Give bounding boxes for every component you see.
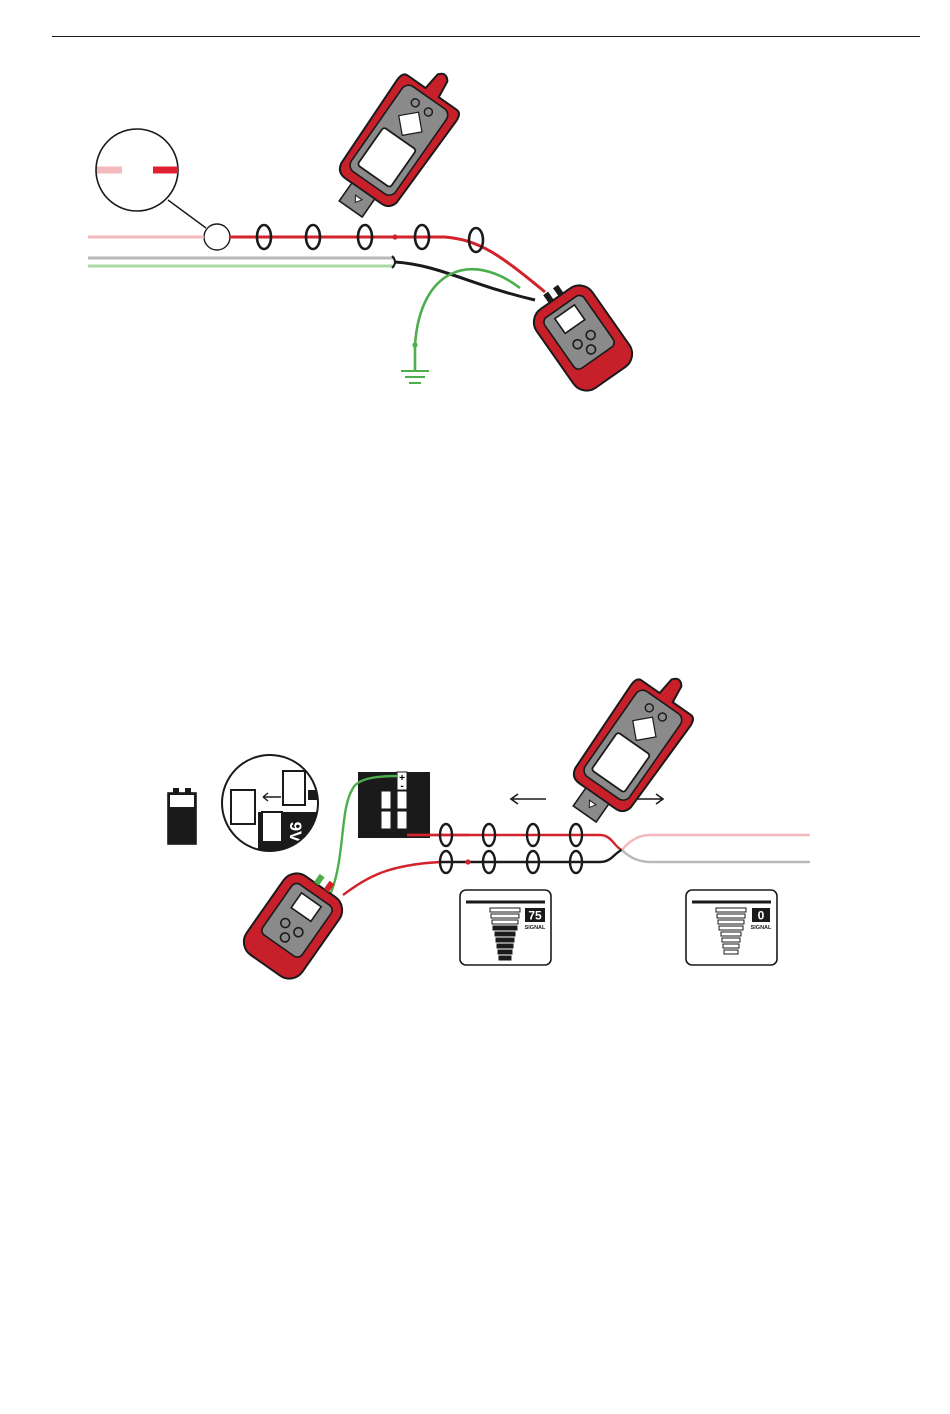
diagram-battery-signal-test: 9V + - (0, 0, 950, 1000)
probe-device-2 (555, 659, 708, 835)
move-left-arrow (511, 794, 546, 804)
battery-zoom-callout: 9V (222, 755, 322, 857)
signal-value-none: 0 (758, 909, 765, 923)
battery-9v-icon (168, 788, 196, 844)
battery-minus-sign: - (400, 781, 403, 792)
signal-screen-strong: 75 SIGNAL (460, 890, 551, 965)
wire-twist-markers-2 (440, 824, 582, 873)
signal-label-strong: SIGNAL (525, 925, 546, 931)
cable-wires-2 (407, 835, 810, 865)
battery-clip-stack: + - (358, 772, 430, 838)
signal-label-none: SIGNAL (751, 925, 772, 931)
signal-value-strong: 75 (528, 909, 542, 923)
signal-screen-none: 0 SIGNAL (686, 890, 777, 965)
